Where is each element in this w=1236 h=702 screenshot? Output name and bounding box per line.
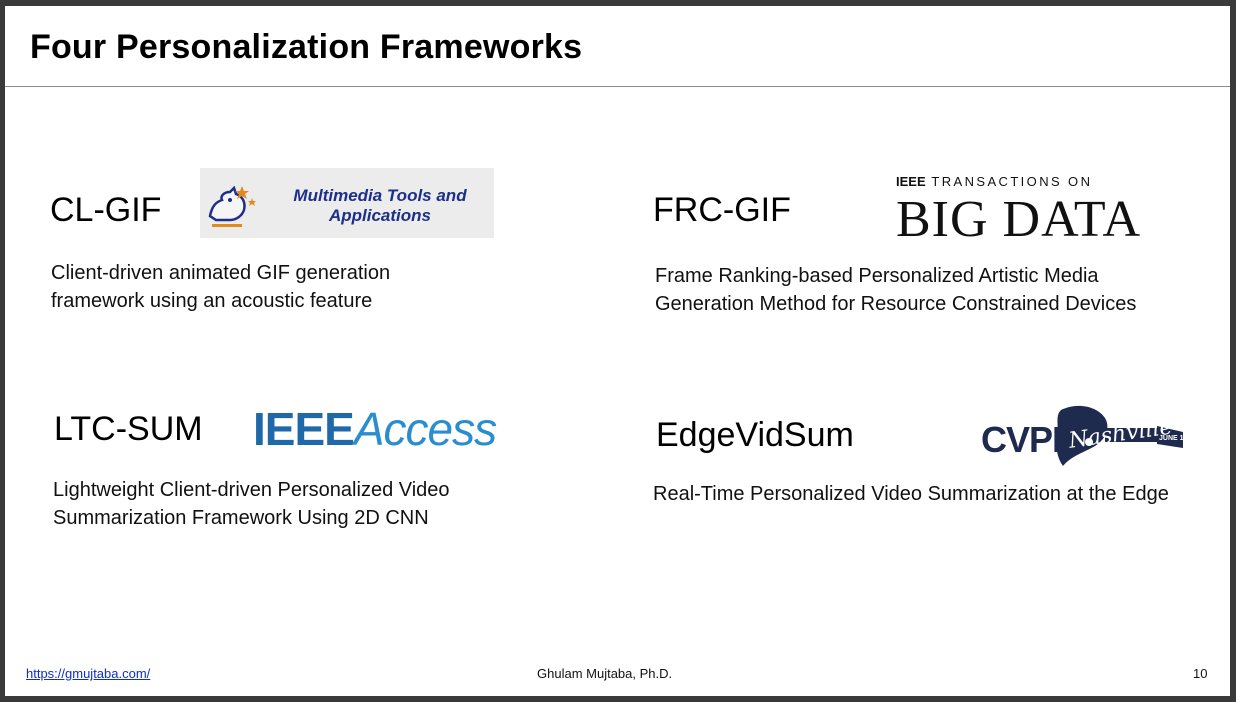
- cvpr-nashville-logo: CVPR Nashville JUNE 11-15, 2025: [977, 400, 1217, 470]
- mta-logo-text: Multimedia Tools and Applications: [270, 186, 490, 226]
- title-divider: [5, 86, 1230, 87]
- framework-description-frc-gif: Frame Ranking-based Personalized Artisti…: [655, 262, 1136, 318]
- website-link[interactable]: https://gmujtaba.com/: [26, 666, 151, 681]
- mta-logo-line-2: Applications: [328, 206, 431, 225]
- framework-name-cl-gif: CL-GIF: [50, 191, 162, 229]
- description-line: Generation Method for Resource Constrain…: [655, 293, 1137, 315]
- access-wordmark: Access: [353, 403, 497, 455]
- guitar-icon: [1056, 405, 1183, 466]
- author-footer: Ghulam Mujtaba, Ph.D.: [537, 666, 673, 681]
- big-data-journal-logo: BIG DATA: [896, 191, 1142, 248]
- framework-description-ltc-sum: Lightweight Client-driven Personalized V…: [53, 476, 450, 532]
- description-line: Client-driven animated GIF generation: [51, 262, 391, 284]
- ieee-access-logo: IEEEAccess: [253, 403, 497, 455]
- slide: Four Personalization Frameworks CL-GIF M…: [5, 6, 1230, 696]
- ieee-prefix: IEEE: [896, 174, 926, 189]
- description-line: Summarization Framework Using 2D CNN: [53, 507, 429, 529]
- framework-description-cl-gif: Client-driven animated GIF generation fr…: [51, 259, 390, 315]
- framework-name-frc-gif: FRC-GIF: [653, 191, 791, 229]
- transactions-on-text: TRANSACTIONS ON: [931, 174, 1093, 189]
- description-line: framework using an acoustic feature: [51, 290, 373, 312]
- description-line: Frame Ranking-based Personalized Artisti…: [655, 265, 1099, 287]
- cvpr-dates: JUNE 11-15, 2025: [1159, 435, 1217, 442]
- knight-chess-icon: [208, 185, 256, 227]
- slide-title: Four Personalization Frameworks: [30, 28, 583, 66]
- description-line: Lightweight Client-driven Personalized V…: [53, 479, 450, 501]
- ieee-wordmark: IEEE: [253, 403, 355, 455]
- framework-description-edgevidsum: Real-Time Personalized Video Summarizati…: [653, 480, 1169, 508]
- ieee-transactions-label: IEEE TRANSACTIONS ON: [896, 174, 1092, 189]
- framework-name-ltc-sum: LTC-SUM: [54, 410, 203, 448]
- mta-logo-line-1: Multimedia Tools and: [293, 186, 467, 205]
- mta-journal-logo: Multimedia Tools and Applications: [200, 168, 494, 238]
- page-number: 10: [1193, 666, 1208, 681]
- framework-name-edgevidsum: EdgeVidSum: [656, 416, 854, 454]
- description-line: Real-Time Personalized Video Summarizati…: [653, 483, 1169, 505]
- cvpr-wordmark: CVPR: [981, 419, 1078, 460]
